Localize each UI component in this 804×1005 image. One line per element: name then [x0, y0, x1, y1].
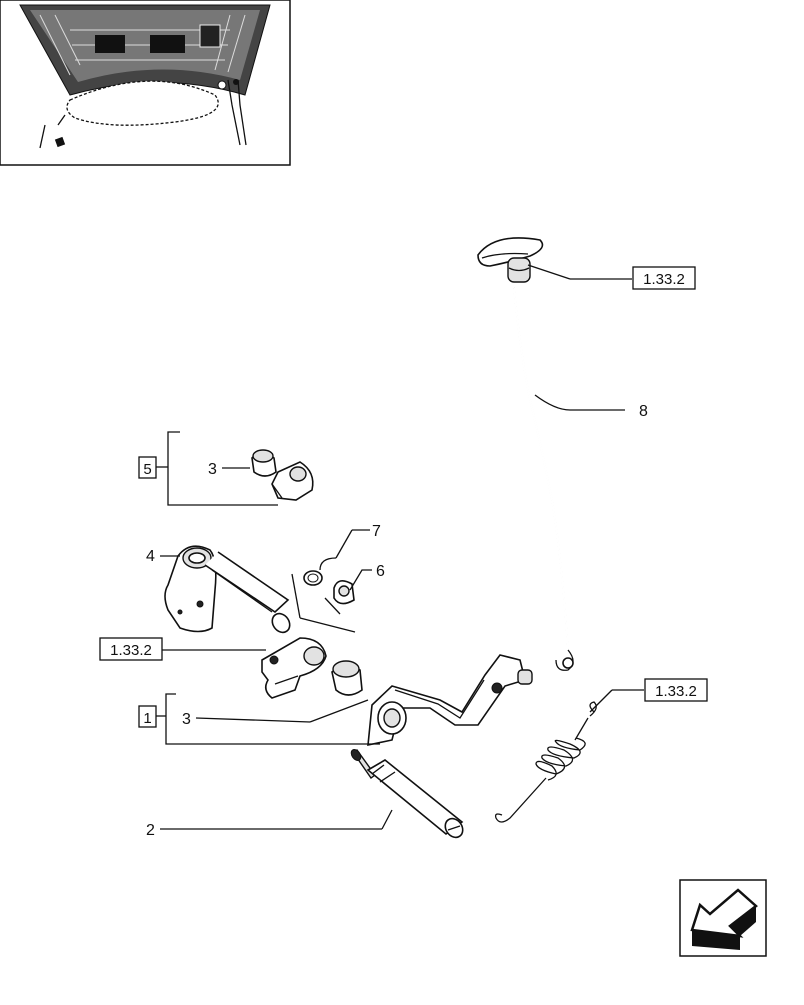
group-box-5[interactable]: 5 — [138, 456, 157, 479]
svg-text:5: 5 — [143, 461, 151, 478]
svg-text:1.33.2: 1.33.2 — [110, 642, 152, 659]
shaft — [350, 749, 464, 839]
bushing-lower — [331, 660, 363, 696]
lever-arm — [164, 545, 291, 634]
cranked-lever — [367, 654, 533, 747]
snap-ring-6 — [333, 580, 355, 605]
svg-text:1.33.2: 1.33.2 — [643, 271, 685, 288]
tractor-cab-floor-icon — [19, 4, 271, 149]
fork-clamp-upper — [271, 461, 314, 501]
fork-clamp-lower — [261, 637, 327, 699]
ref-box-spring[interactable]: 1.33.2 — [644, 678, 708, 702]
item-number-6: 6 — [376, 563, 385, 580]
item-number-7: 7 — [372, 523, 381, 540]
group-box-1[interactable]: 1 — [138, 705, 157, 728]
locator-thumbnail — [0, 0, 291, 166]
item-number-8: 8 — [639, 403, 648, 420]
bushing-upper — [251, 449, 277, 477]
control-rod — [513, 287, 574, 671]
back-arrow-icon[interactable] — [679, 879, 767, 957]
svg-text:1.33.2: 1.33.2 — [655, 683, 697, 700]
leader-lines — [156, 264, 644, 830]
item-number-2: 2 — [146, 822, 155, 839]
item-number-4: 4 — [146, 548, 155, 565]
svg-text:1: 1 — [143, 710, 151, 727]
return-spring — [494, 701, 597, 823]
ref-box-bracket[interactable]: 1.33.2 — [99, 637, 163, 661]
ref-box-handle[interactable]: 1.33.2 — [632, 266, 696, 290]
handle-knob — [477, 237, 544, 283]
item-number-3-upper: 3 — [208, 461, 217, 478]
circlip-7 — [303, 570, 323, 586]
item-number-3-lower: 3 — [182, 711, 191, 728]
